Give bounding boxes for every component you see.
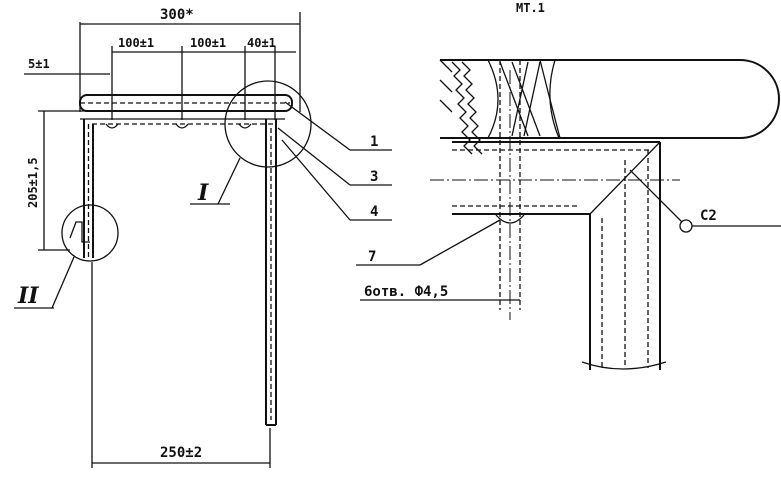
detail-zigzag-2 <box>461 61 483 155</box>
dim-spacing-3: 40±1 <box>247 36 276 50</box>
detail-leader-1 <box>217 157 241 205</box>
detail-hole-arc <box>495 214 525 224</box>
detail-zigzag-1 <box>451 61 473 155</box>
detail-top-rail <box>440 59 780 139</box>
detail-hatch-2 <box>511 61 541 137</box>
detail-leader-2 <box>51 256 75 309</box>
callout-3: 3 <box>370 169 378 185</box>
detail-circle-2 <box>61 204 119 262</box>
detail-curve-3 <box>549 59 560 139</box>
callout-4: 4 <box>370 204 378 220</box>
left-view: 300* 100±1 100±1 40±1 5±1 <box>14 7 392 468</box>
callout-leader-7 <box>419 219 501 266</box>
dim-overall-width: 300* <box>160 7 194 23</box>
dim-offset: 5±1 <box>28 57 50 71</box>
detail-diagonal <box>589 141 661 215</box>
callout-leader-3 <box>277 127 351 186</box>
sheet-label: МТ.1 <box>516 1 545 15</box>
detail-label-1: I <box>197 180 209 206</box>
dim-spacing-2: 100±1 <box>190 36 226 50</box>
detail-circle-1 <box>224 80 312 168</box>
detail-view: С2 7 6отв. Ф4,5 <box>356 59 781 370</box>
detail-curve-1 <box>487 59 499 139</box>
callout-7: 7 <box>368 249 376 265</box>
detail-leg-break <box>581 361 667 370</box>
hole-mark-3 <box>238 123 252 129</box>
hole-mark-1 <box>105 123 119 129</box>
detail-label-2: II <box>17 283 39 309</box>
holes-note: 6отв. Ф4,5 <box>364 284 448 300</box>
detail-2-step <box>69 221 90 243</box>
weld-mark: С2 <box>700 208 717 224</box>
callout-1: 1 <box>370 134 378 150</box>
callout-leader-1 <box>284 101 351 151</box>
dim-base-width: 250±2 <box>160 445 202 461</box>
detail-break-marks <box>439 59 453 113</box>
detail-hatch-1 <box>499 61 529 137</box>
callout-leader-4 <box>281 139 351 221</box>
dim-height: 205±1,5 <box>26 157 40 208</box>
weld-circle <box>679 219 693 233</box>
detail-hatch-4 <box>523 61 541 137</box>
hole-mark-2 <box>175 123 189 129</box>
dim-spacing-1: 100±1 <box>118 36 154 50</box>
detail-hatch-3 <box>511 61 529 137</box>
weld-leader <box>629 169 683 223</box>
